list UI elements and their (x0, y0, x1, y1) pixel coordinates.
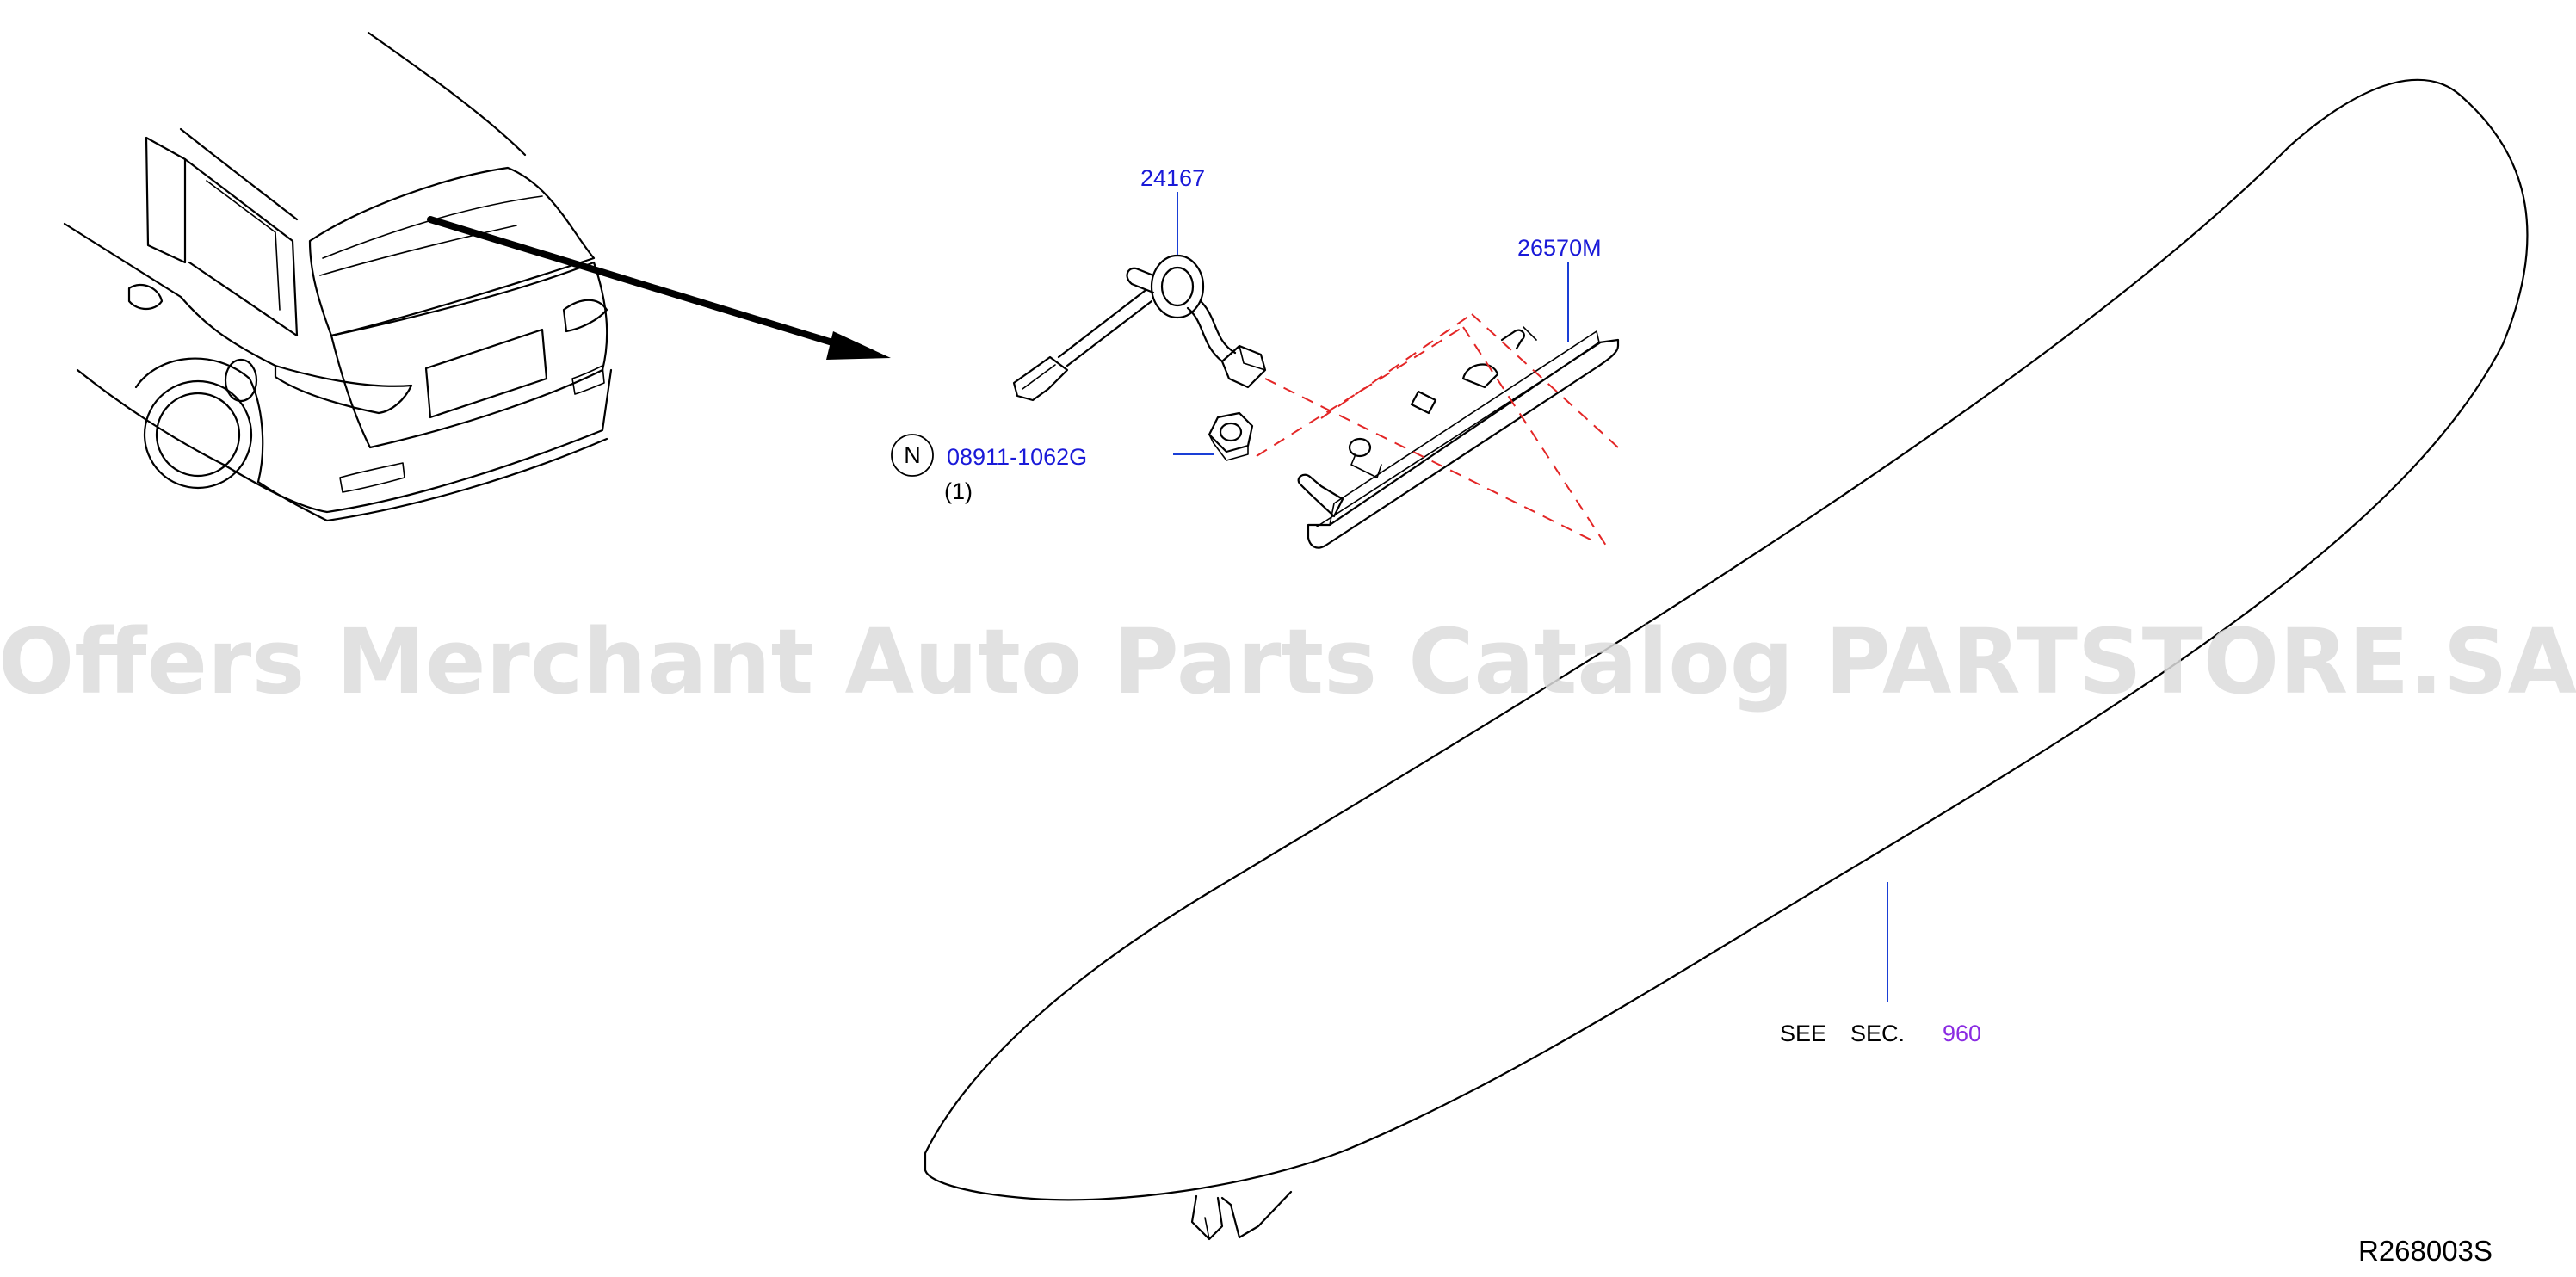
part-number-lamp[interactable]: 26570M (1517, 235, 1602, 261)
new-part-symbol-letter: N (904, 442, 921, 468)
diagram-reference-code: R268003S (2358, 1235, 2493, 1267)
see-section-callout: SEE SEC. 960 (1780, 1021, 1981, 1046)
new-part-symbol (891, 434, 934, 477)
part-number-socket[interactable]: 24167 (1140, 165, 1205, 191)
part-number-nut[interactable]: 08911-1062G (947, 444, 1087, 470)
watermark-text: Offers Merchant Auto Parts Catalog PARTS… (0, 609, 2576, 714)
section-link-960[interactable]: 960 (1943, 1021, 1981, 1046)
nut-callout: N 08911-1062G (1) (891, 434, 1087, 504)
vehicle-overview (63, 31, 613, 522)
rear-spoiler (924, 78, 2529, 1241)
socket-harness-24167 (1012, 254, 1267, 402)
pointer-arrow (427, 216, 891, 360)
see-label: SEE (1780, 1021, 1826, 1046)
sec-label: SEC. (1850, 1021, 1905, 1046)
stop-lamp-26570M (1256, 313, 1620, 552)
nut-08911-1062G (1208, 411, 1254, 461)
nut-quantity: (1) (944, 478, 973, 504)
